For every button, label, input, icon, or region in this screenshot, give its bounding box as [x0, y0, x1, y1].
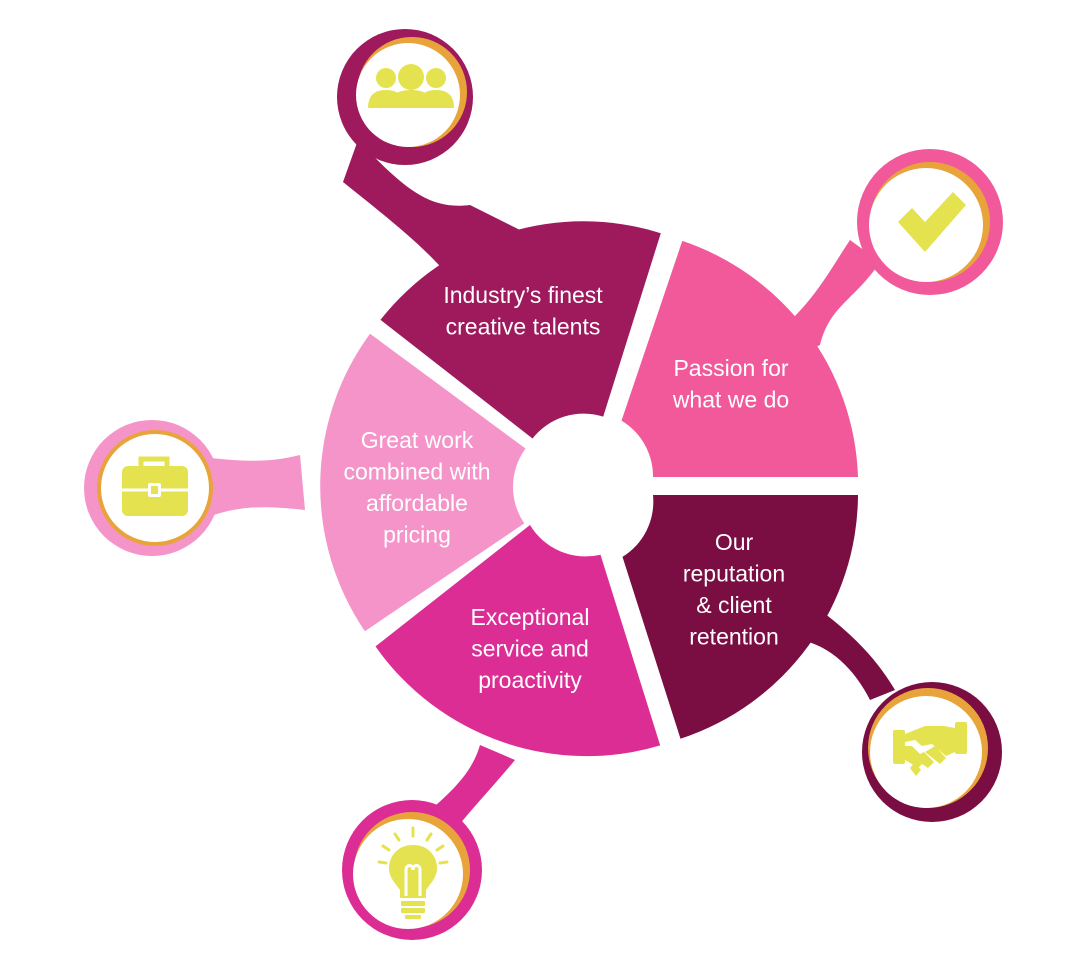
label-passion: Passion for what we do	[672, 355, 789, 413]
segment-talents	[380, 221, 661, 439]
badge-pricing	[84, 420, 220, 556]
label-line: pricing	[383, 522, 451, 548]
badge-passion	[857, 149, 1003, 295]
label-line: creative talents	[446, 314, 601, 340]
label-line: Great work	[361, 427, 474, 453]
connector-reputation	[800, 610, 895, 700]
label-reputation: Our reputation & client retention	[683, 529, 785, 650]
label-line: service and	[471, 636, 589, 662]
label-line: Passion for	[673, 355, 788, 381]
segment-reputation	[622, 495, 858, 739]
label-line: Our	[715, 529, 754, 555]
label-line: combined with	[343, 459, 490, 485]
briefcase-icon	[122, 456, 188, 516]
label-pricing: Great work combined with affordable pricing	[343, 427, 490, 548]
segment-pricing	[320, 333, 526, 632]
people-group-icon	[368, 64, 454, 108]
label-line: & client	[696, 592, 772, 618]
handshake-icon	[893, 722, 967, 776]
label-talents: Industry’s finest creative talents	[443, 282, 603, 340]
label-line: Exceptional	[471, 604, 590, 630]
badge-talents	[337, 29, 473, 165]
badge-reputation	[862, 682, 1002, 822]
center-hub	[519, 419, 653, 553]
badge-service	[342, 800, 482, 940]
segment-service	[375, 525, 661, 757]
label-line: Industry’s finest	[443, 282, 603, 308]
label-service: Exceptional service and proactivity	[471, 604, 590, 693]
label-line: reputation	[683, 561, 785, 587]
icon-badges	[84, 29, 1003, 940]
label-line: affordable	[366, 490, 468, 516]
segment-labels: Industry’s finest creative talents Passio…	[343, 282, 789, 693]
label-line: retention	[689, 624, 779, 650]
label-line: what we do	[672, 387, 789, 413]
checkmark-icon	[898, 192, 966, 252]
lightbulb-icon	[377, 826, 449, 919]
wheel-segments	[320, 221, 858, 757]
segment-passion	[621, 240, 858, 477]
label-line: proactivity	[478, 667, 582, 693]
